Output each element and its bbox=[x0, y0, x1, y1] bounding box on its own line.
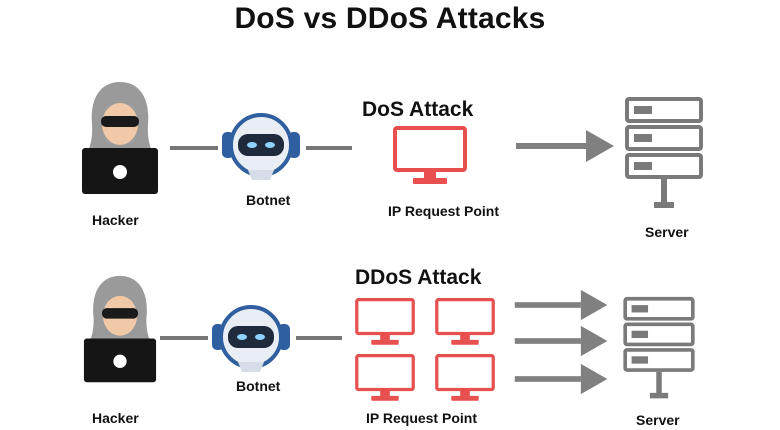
ddos-ip-label: IP Request Point bbox=[366, 410, 477, 426]
monitor-icon bbox=[393, 126, 467, 184]
robot-icon bbox=[222, 113, 300, 180]
monitor-icon bbox=[435, 354, 495, 401]
dos-botnet-label: Botnet bbox=[246, 192, 291, 208]
dos-connector-hacker-botnet bbox=[170, 146, 218, 150]
dos-server-label: Server bbox=[645, 224, 689, 240]
hacker-icon bbox=[83, 275, 157, 383]
ddos-connector-hacker-botnet bbox=[160, 336, 208, 340]
arrow-icon bbox=[514, 289, 608, 321]
arrow-icon bbox=[514, 363, 608, 395]
diagram-title: DoS vs DDoS Attacks bbox=[234, 2, 546, 35]
monitor-icon bbox=[355, 298, 415, 345]
dos-hacker-label: Hacker bbox=[92, 212, 139, 228]
robot-icon bbox=[212, 305, 290, 372]
ddos-botnet-label: Botnet bbox=[236, 378, 281, 394]
dos-connector-botnet-ip bbox=[306, 146, 352, 150]
ddos-heading: DDoS Attack bbox=[355, 266, 482, 289]
server-icon bbox=[625, 97, 703, 208]
dos-heading: DoS Attack bbox=[362, 98, 474, 121]
hacker-icon bbox=[82, 82, 158, 194]
monitor-icon bbox=[355, 354, 415, 401]
arrow-icon bbox=[514, 325, 608, 357]
monitor-icon bbox=[435, 298, 495, 345]
dos-ip-label: IP Request Point bbox=[388, 203, 499, 219]
ddos-server-label: Server bbox=[636, 412, 680, 428]
arrow-icon bbox=[516, 130, 614, 162]
ddos-hacker-label: Hacker bbox=[92, 410, 139, 426]
ddos-connector-botnet-ip bbox=[296, 336, 342, 340]
server-icon bbox=[623, 296, 695, 399]
